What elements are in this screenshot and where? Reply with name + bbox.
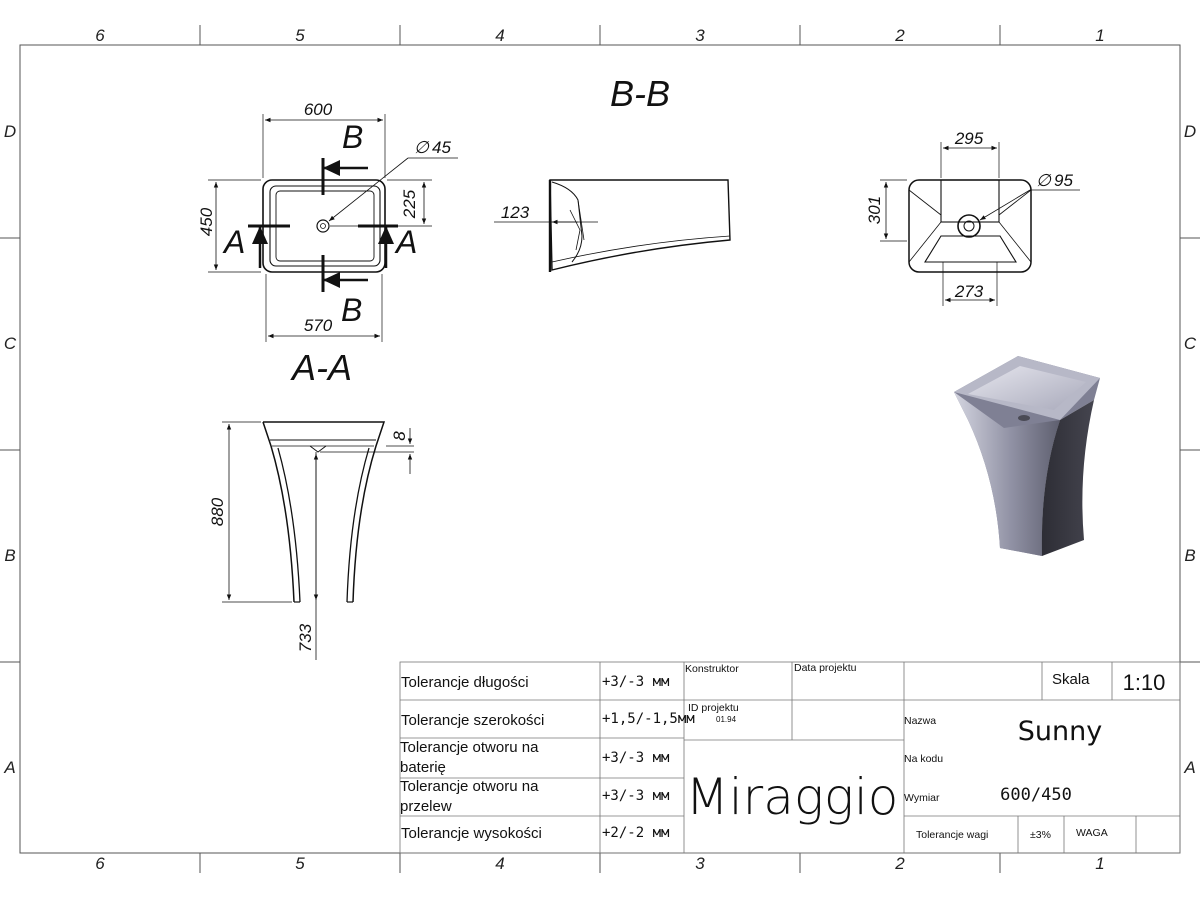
tolerance-tap-hole-value: +3/-3 мм	[602, 750, 670, 766]
dim-top-width-inner: 570	[304, 316, 333, 335]
zone-labels-right: D C B A	[1183, 122, 1197, 777]
dim-drain-offset: 225	[400, 189, 419, 219]
tolerance-overflow-value: +3/-3 мм	[602, 788, 670, 804]
dim-height-inner: 733	[296, 623, 315, 652]
title-block-grid	[399, 661, 1181, 854]
zone-label: 1	[1095, 26, 1104, 45]
dim-bottom-depth: 301	[865, 196, 884, 224]
section-aa-labels: 880 733 8	[208, 431, 409, 652]
dim-rim-thickness: 8	[390, 431, 409, 441]
zone-labels-bottom: 6 5 4 3 2 1	[95, 854, 1104, 873]
bottom-view	[880, 142, 1080, 306]
tolerancje-wagi-value: ±3%	[1030, 829, 1051, 841]
tolerance-width-value: +1,5/-1,5мм	[602, 711, 695, 727]
wymiar-value: 600/450	[1000, 785, 1072, 805]
dim-outlet-diameter: 95	[1054, 171, 1073, 190]
zone-label: 4	[495, 26, 504, 45]
section-aa-view	[222, 421, 414, 660]
dim-top-depth: 450	[197, 207, 216, 236]
dim-height-total: 880	[208, 497, 227, 526]
product-name: Sunny	[1018, 716, 1102, 747]
na-kodu-label: Na kodu	[904, 753, 943, 765]
data-projektu-label: Data projektu	[794, 662, 857, 674]
section-bb-label: B-B	[610, 73, 670, 114]
zone-label: 3	[695, 26, 705, 45]
tolerancje-wagi-label: Tolerancje wagi	[916, 829, 988, 841]
product-render	[954, 356, 1100, 556]
dim-bottom-width-lower: 273	[954, 282, 984, 301]
brand-logo: Miraggio	[686, 768, 899, 826]
title-block: Tolerancje długości +3/-3 мм Tolerancje …	[400, 662, 1165, 842]
tolerance-height-label: Tolerancje wysokości	[401, 825, 542, 842]
cut-label-b-bottom: B	[341, 292, 362, 328]
zone-label: A	[1183, 758, 1195, 777]
zone-label: 5	[295, 26, 305, 45]
tolerance-length-value: +3/-3 мм	[602, 674, 670, 690]
bottom-view-labels: 295 273 301 ∅ 95	[865, 129, 1073, 301]
konstruktor-label: Konstruktor	[685, 663, 739, 675]
zone-label: 2	[894, 854, 905, 873]
zone-label: D	[1184, 122, 1196, 141]
zone-label: 4	[495, 854, 504, 873]
dim-section-depth: 123	[501, 203, 530, 222]
skala-label: Skala	[1052, 671, 1090, 688]
nazwa-label: Nazwa	[904, 715, 936, 727]
zone-label: 1	[1095, 854, 1104, 873]
cut-label-a-right: A	[394, 224, 417, 260]
tolerance-length-label: Tolerancje długości	[401, 674, 529, 691]
zone-labels-top: 6 5 4 3 2 1	[95, 26, 1104, 45]
zone-label: 5	[295, 854, 305, 873]
id-projektu-label: ID projektu	[688, 702, 739, 714]
section-aa-label: A-A	[290, 347, 352, 388]
id-projektu-value: 01.94	[716, 715, 737, 724]
wymiar-label: Wymiar	[904, 792, 940, 804]
tolerance-tap-hole-label: Tolerancje otworu na	[400, 739, 539, 756]
top-view	[208, 114, 458, 342]
zone-labels-left: D C B A	[3, 122, 17, 777]
tolerance-width-label: Tolerancje szerokości	[401, 712, 544, 729]
zone-label: 3	[695, 854, 705, 873]
waga-label: WAGA	[1076, 827, 1108, 839]
tolerance-overflow-label: Tolerancje otworu na	[400, 778, 539, 795]
cut-label-a-left: A	[222, 224, 245, 260]
skala-value: 1:10	[1123, 670, 1166, 695]
zone-label: 6	[95, 854, 105, 873]
dim-drain-diameter: 45	[432, 138, 451, 157]
zone-label: B	[1184, 546, 1195, 565]
zone-label: 6	[95, 26, 105, 45]
dim-diameter-symbol: ∅	[1036, 171, 1052, 190]
section-bb-labels: B-B 123	[501, 73, 670, 222]
dim-top-width-outer: 600	[304, 100, 333, 119]
cut-label-b-top: B	[342, 119, 363, 155]
top-view-labels: 600 570 450 225 ∅ 45 B B A A A-A	[197, 100, 451, 388]
zone-label: 2	[894, 26, 905, 45]
dim-diameter-symbol: ∅	[414, 138, 430, 157]
zone-label: C	[1184, 334, 1197, 353]
zone-label: B	[4, 546, 15, 565]
dim-bottom-width: 295	[954, 129, 984, 148]
section-bb-view	[494, 179, 731, 272]
tolerance-height-value: +2/-2 мм	[602, 825, 670, 841]
zone-label: D	[4, 122, 16, 141]
tolerance-overflow-label-2: przelew	[400, 798, 452, 815]
tolerance-tap-hole-label-2: baterię	[400, 759, 446, 776]
zone-label: C	[4, 334, 17, 353]
zone-label: A	[3, 758, 15, 777]
